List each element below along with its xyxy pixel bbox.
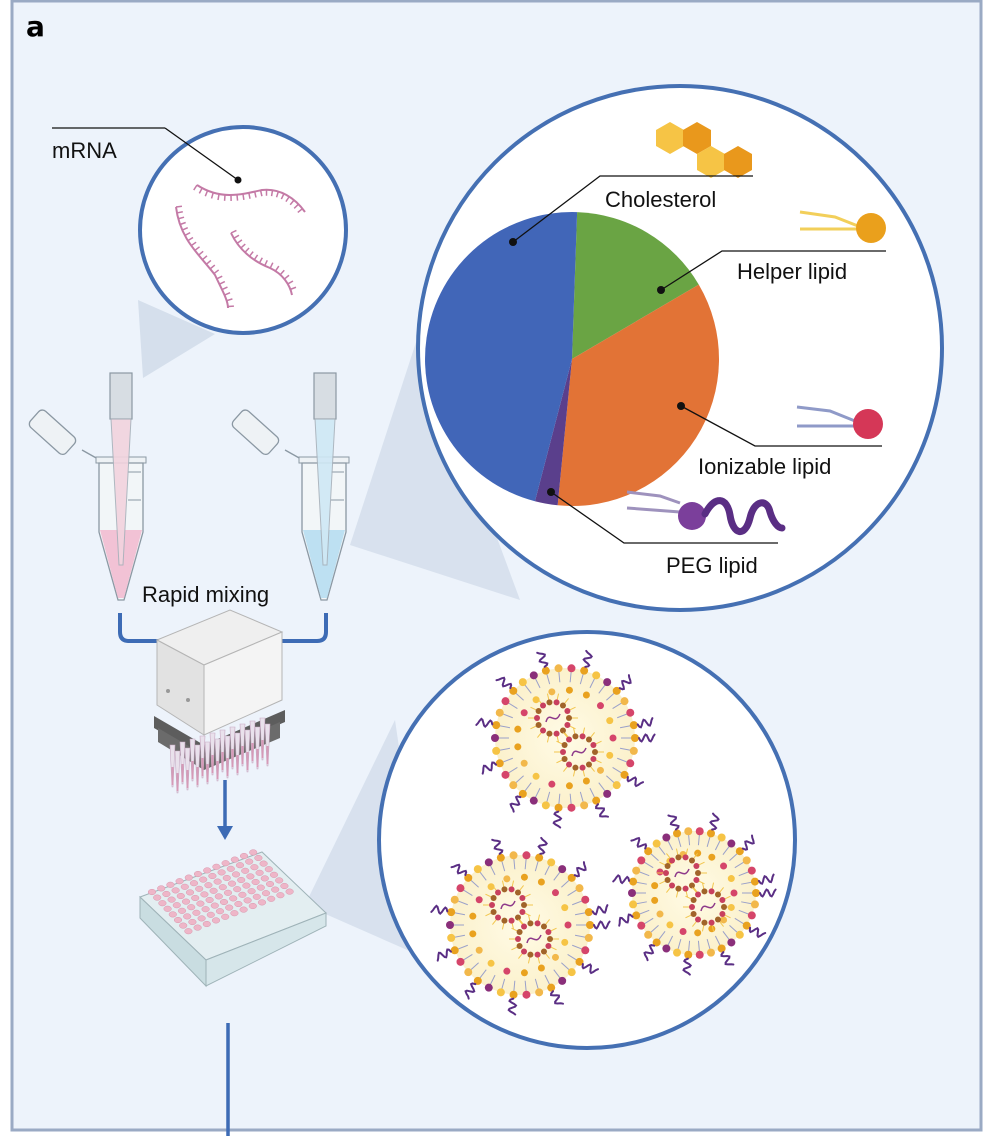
composition-callout-shade: [350, 330, 520, 600]
flow-arrow-head: [217, 826, 233, 840]
pie-slice-cholesterol: [425, 212, 578, 502]
lipid-nanoparticle-icon: [612, 812, 777, 976]
composition-pie-chart: [425, 212, 720, 507]
legend-peg-lipid-label: PEG lipid: [666, 553, 758, 578]
plate-wells: [147, 849, 294, 935]
lnp-zoom-circle: [377, 630, 797, 1050]
mrna-zoom-circle: [138, 125, 348, 335]
cholesterol-icon: [656, 122, 752, 178]
helper-lipid-leader: [657, 250, 886, 294]
panel-label: a: [26, 10, 45, 43]
lipid-nanoparticle-icon: [430, 836, 611, 1016]
multichannel-tips: [169, 717, 271, 794]
pie-slice-ionizable-lipid: [557, 284, 720, 507]
helper-lipid-icon: [799, 210, 886, 243]
mrna-leader-diagonal: [164, 127, 239, 181]
mrna-leader-dot: [234, 176, 242, 184]
pie-slice-peg-lipid: [534, 359, 572, 506]
tube-left: [28, 372, 147, 601]
legend-cholesterol-label: Cholesterol: [605, 187, 716, 212]
legend-helper-lipid-label: Helper lipid: [737, 259, 847, 284]
pipette-tip-icon: [109, 372, 133, 566]
peg-lipid-leader: [547, 488, 778, 544]
tubing-right: [278, 613, 328, 643]
tube-right: [231, 372, 350, 601]
mrna-label: mRNA: [52, 138, 117, 163]
mixing-device-icon: [154, 609, 285, 794]
well-plate-icon: [139, 849, 327, 988]
lipid-nanoparticle-group: [430, 649, 777, 1016]
lipid-nanoparticle-icon: [475, 649, 656, 829]
pie-slice-helper-lipid: [572, 212, 699, 359]
pipette-tip-icon: [313, 372, 337, 566]
ionizable-lipid-leader: [677, 402, 882, 447]
legend-ionizable-lipid-label: Ionizable lipid: [698, 454, 831, 479]
peg-lipid-icon: [626, 490, 786, 535]
cholesterol-leader: [509, 175, 753, 246]
ionizable-lipid-icon: [796, 405, 883, 439]
rapid-mixing-label: Rapid mixing: [142, 582, 269, 607]
mrna-callout-shade: [138, 300, 215, 378]
tubing-left: [118, 613, 170, 643]
mrna-bases: [175, 184, 303, 308]
composition-zoom-circle: [416, 84, 944, 612]
